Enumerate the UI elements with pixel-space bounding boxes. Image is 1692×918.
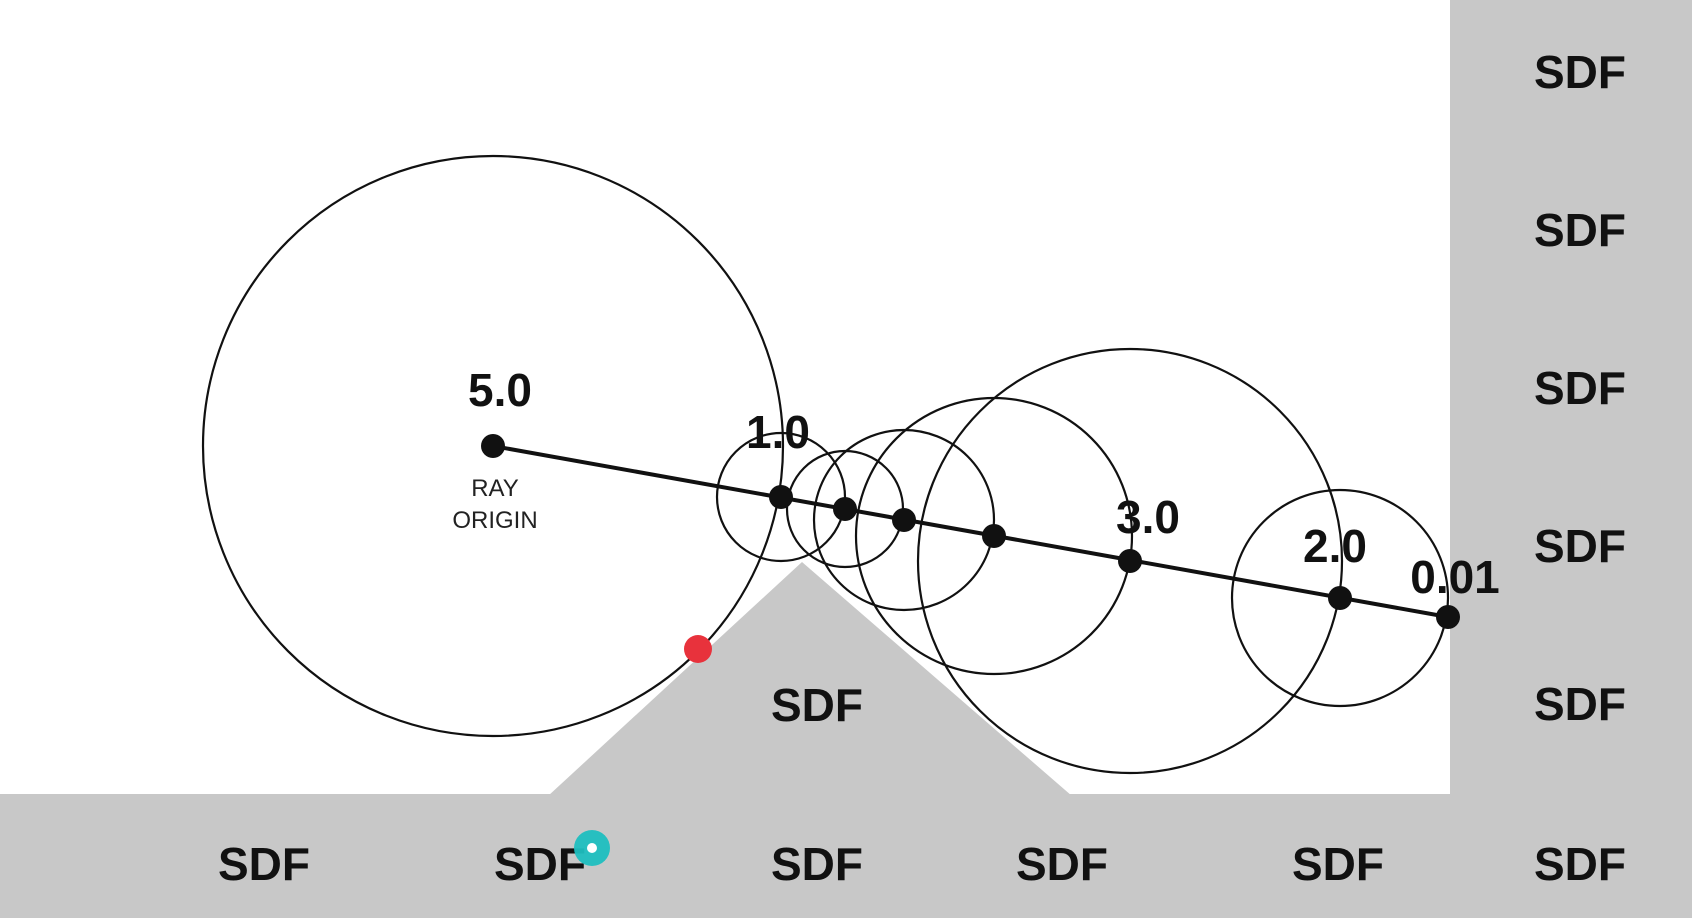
distance-label-1: 5.0 — [468, 364, 532, 416]
cursor-icon — [574, 830, 610, 866]
sdf-label-bottom-5: SDF — [1292, 838, 1384, 890]
sdf-label-bottom-3: SDF — [771, 838, 863, 890]
sdf-right-wall — [1450, 0, 1692, 918]
red-dot-icon — [684, 635, 712, 663]
sdf-label-bottom-1: SDF — [218, 838, 310, 890]
distance-label-3: 3.0 — [1116, 491, 1180, 543]
sdf-label-right-5: SDF — [1534, 678, 1626, 730]
distance-circle-7 — [1230, 488, 1450, 708]
ray-line — [492, 444, 1449, 619]
ray-origin-point — [481, 434, 505, 458]
distance-circle-6 — [916, 347, 1344, 775]
sdf-label-bottom-6: SDF — [1534, 838, 1626, 890]
march-point-6 — [1328, 586, 1352, 610]
march-point-3 — [892, 508, 916, 532]
distance-label-2: 1.0 — [746, 406, 810, 458]
march-points — [481, 434, 1460, 629]
sdf-label-peak: SDF — [771, 679, 863, 731]
sdf-label-right-2: SDF — [1534, 204, 1626, 256]
march-point-1 — [769, 485, 793, 509]
sdf-label-bottom-4: SDF — [1016, 838, 1108, 890]
march-point-2 — [833, 497, 857, 521]
distance-circle-1 — [201, 154, 785, 738]
sdf-label-bottom-2: SDF — [494, 838, 586, 890]
march-point-5 — [1118, 549, 1142, 573]
sdf-label-right-4: SDF — [1534, 520, 1626, 572]
ray-origin-label-line2: ORIGIN — [452, 507, 537, 534]
ray-origin-label-line1: RAY — [471, 475, 519, 502]
march-point-hit — [1436, 605, 1460, 629]
march-point-4 — [982, 524, 1006, 548]
distance-label-4: 2.0 — [1303, 520, 1367, 572]
sdf-label-right-3: SDF — [1534, 362, 1626, 414]
distance-label-5: 0.01 — [1410, 551, 1500, 603]
sdf-label-right-1: SDF — [1534, 46, 1626, 98]
sdf-peak — [548, 562, 1072, 796]
sdf-floor — [0, 794, 1692, 918]
